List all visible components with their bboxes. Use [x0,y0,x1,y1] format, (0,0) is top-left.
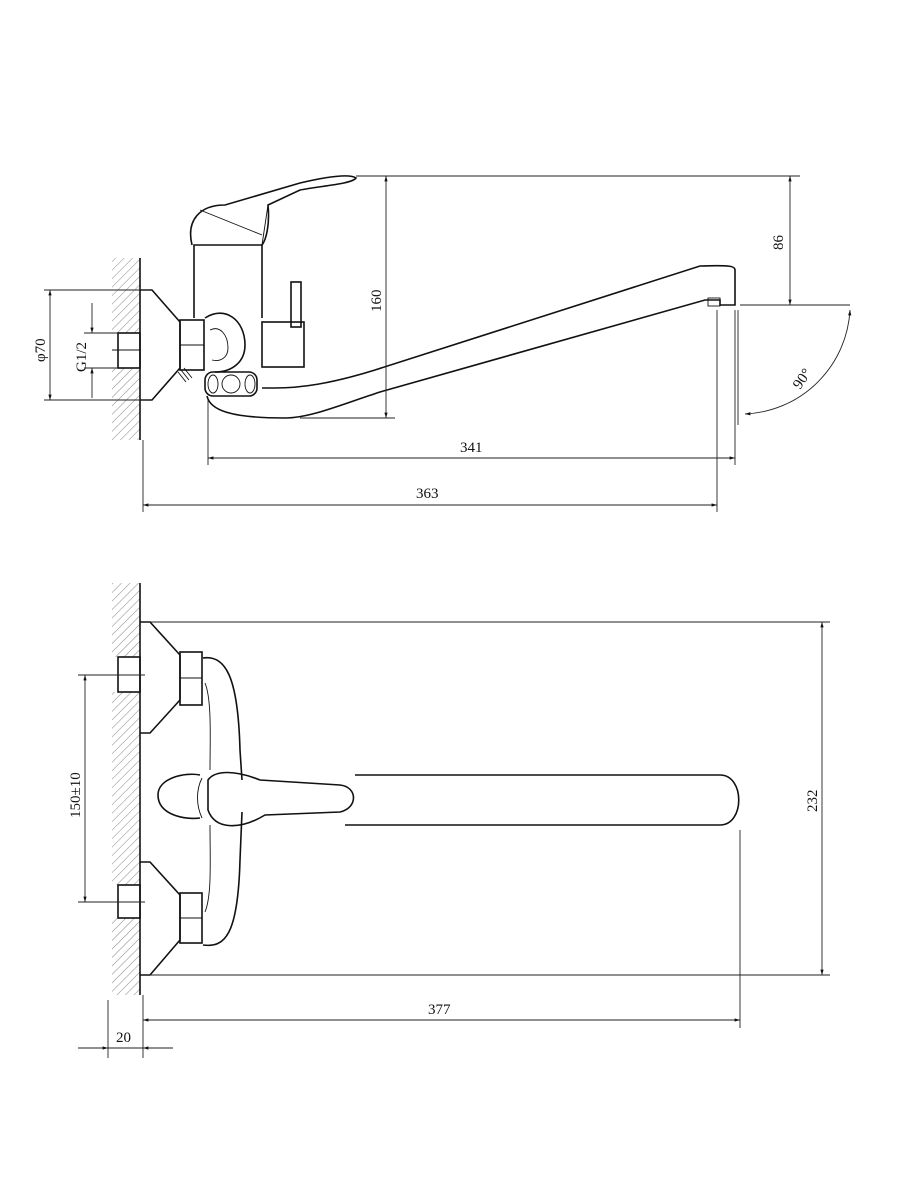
dim-g12: G1/2 [74,342,90,372]
wall-section [112,258,141,440]
dim-363: 363 [416,486,439,502]
dim-150pm10: 150±10 [68,772,84,818]
faucet-top [140,621,740,976]
dim-20: 20 [116,1030,131,1046]
dim-341: 341 [460,440,483,456]
dim-86: 86 [771,235,787,251]
top-view: 232 150±10 377 20 [68,583,830,1058]
dim-phi70: φ70 [33,338,49,362]
dim-232: 232 [805,790,821,813]
side-view: 86 160 φ70 G1/2 90° 341 363 [33,175,852,512]
dim-377: 377 [428,1002,451,1018]
dim-160: 160 [369,290,385,313]
wall-section-top [112,583,141,995]
side-dimensions: 86 160 φ70 G1/2 90° 341 363 [33,175,852,512]
faucet-side [140,175,736,419]
top-dimensions: 232 150±10 377 20 [68,621,830,1058]
